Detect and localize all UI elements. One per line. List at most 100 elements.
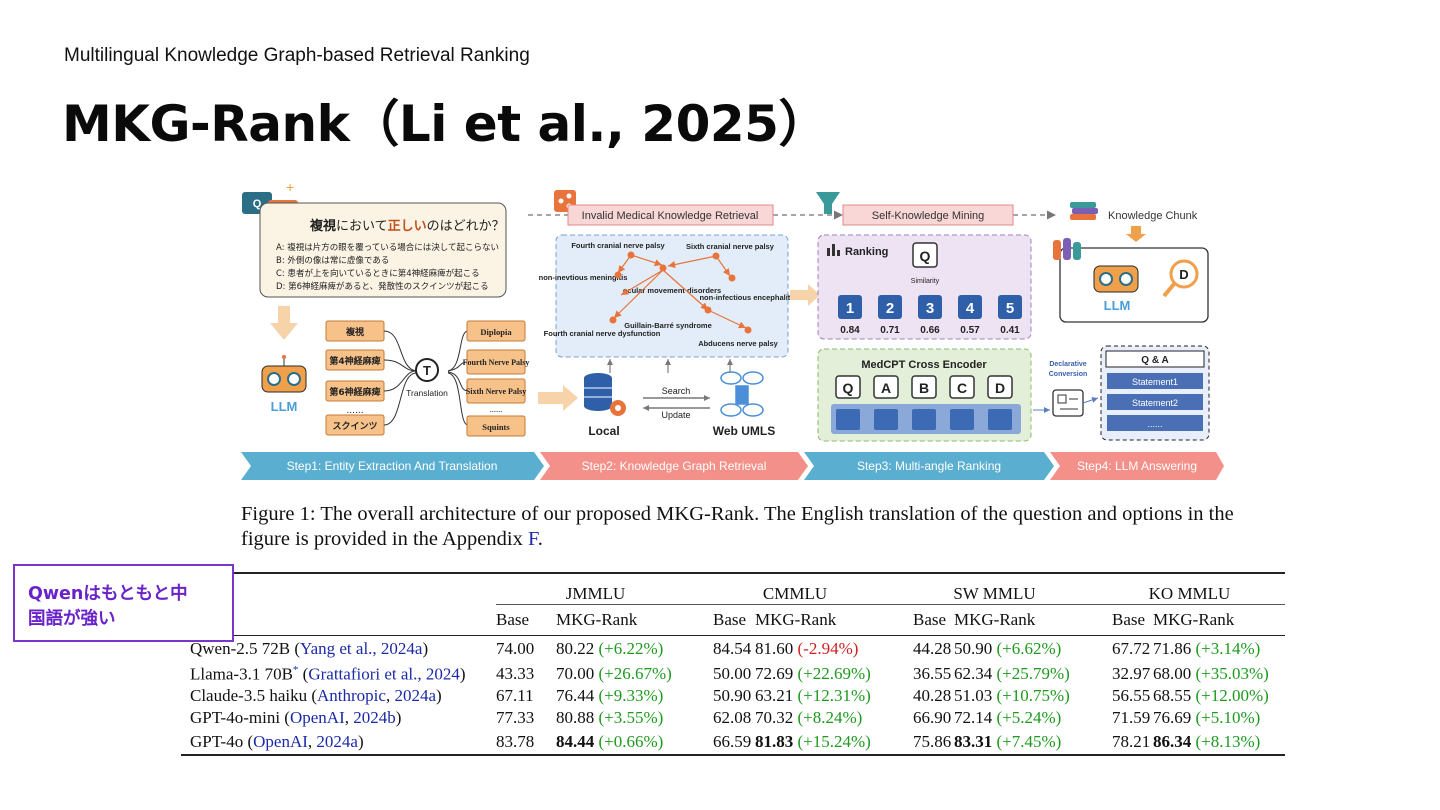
- mkg-score: 76.44 (+9.33%): [556, 685, 695, 707]
- entity-ja-4: ......: [346, 406, 363, 416]
- mkg-score: 84.44 (+0.66%): [556, 729, 695, 756]
- book-stack-icon: [1070, 202, 1098, 220]
- entity-en-1: Diplopia: [480, 327, 512, 337]
- model-name-cell: Qwen-2.5 72B (Yang et al., 2024a): [181, 635, 496, 663]
- step-2: Step2: Knowledge Graph Retrieval: [582, 459, 767, 473]
- citation-link[interactable]: Grattafiori et al., 2024: [308, 664, 460, 684]
- citation-link[interactable]: Anthropic: [317, 686, 386, 705]
- slide-subtitle: Multilingual Knowledge Graph-based Retri…: [64, 45, 530, 66]
- entity-ja-1: 複視: [345, 326, 364, 338]
- mkg-delta: (+8.13%): [1191, 731, 1261, 751]
- mkg-header: MKG-Rank: [755, 603, 895, 636]
- option-c: C: 患者が上を向いているときに第4神経麻痺が起こる: [276, 268, 480, 279]
- base-header: Base: [1094, 603, 1153, 636]
- encoder-label: MedCPT Cross Encoder: [861, 359, 987, 371]
- group-header: CMMLU: [762, 583, 828, 603]
- kg-node-4: ocular movement disorders: [623, 286, 721, 295]
- table-header-groups: JMMLU CMMLU SW MMLU KO MMLU: [181, 572, 1285, 604]
- rank-number: 2: [886, 300, 894, 317]
- hands-icon: [1053, 238, 1081, 260]
- step-1: Step1: Entity Extraction And Translation: [287, 459, 498, 473]
- mkg-value: 81.83: [755, 731, 794, 751]
- mkg-value: 76.44: [556, 686, 595, 705]
- table-header-columns: Model Base MKG-Rank Base MKG-Rank Base M…: [181, 603, 1285, 636]
- mkg-value: 80.88: [556, 708, 595, 727]
- mkg-value: 84.44: [556, 731, 595, 751]
- svg-text:D: D: [995, 380, 1005, 396]
- ranking-chart-icon: [827, 244, 840, 256]
- slide-title: MKG-Rank（Li et al., 2025）: [62, 95, 828, 153]
- rank-number: 3: [926, 300, 934, 317]
- mkg-score: 71.86 (+3.14%): [1153, 635, 1285, 663]
- base-score: 77.33: [496, 708, 535, 727]
- base-header: Base: [895, 603, 954, 636]
- mkg-score: 70.32 (+8.24%): [755, 707, 895, 729]
- mkg-score: 51.03 (+10.75%): [954, 685, 1094, 707]
- citation-year-link[interactable]: 2024a: [316, 731, 358, 751]
- mkg-score: 80.22 (+6.22%): [556, 635, 695, 663]
- kg-node-7: Guillain-Barré syndrome: [624, 321, 712, 330]
- mkg-value: 72.14: [954, 708, 993, 727]
- rank-score: 0.66: [920, 325, 940, 336]
- base-score: 74.00: [496, 639, 535, 659]
- mkg-delta: (+0.66%): [594, 731, 664, 751]
- mkg-score: 72.69 (+22.69%): [755, 663, 895, 685]
- citation-year-link[interactable]: 2024b: [353, 708, 396, 727]
- mkg-score: 76.69 (+5.10%): [1153, 707, 1285, 729]
- ranking-label: Ranking: [845, 246, 888, 258]
- llm2-label: LLM: [1104, 298, 1131, 313]
- mkg-delta: (-2.94%): [793, 639, 859, 659]
- option-a: A: 複視は片方の眼を覆っている場合には決して起こらない: [276, 242, 499, 253]
- mkg-score: 68.55 (+12.00%): [1153, 685, 1285, 707]
- mkg-score: 80.88 (+3.55%): [556, 707, 695, 729]
- text: ,: [344, 708, 354, 727]
- entity-ja-2: 第4神経麻痺: [329, 355, 380, 367]
- option-d: D: 第6神経麻痺があると、発散性のスクインツが起こる: [276, 281, 489, 292]
- mkg-value: 51.03: [954, 686, 993, 705]
- declarative-label-2: Conversion: [1049, 371, 1088, 378]
- mkg-value: 80.22: [556, 639, 595, 659]
- encoder-token: Q: [835, 375, 861, 430]
- rank-number: 4: [966, 300, 975, 317]
- mkg-value: 68.00: [1153, 664, 1192, 683]
- mkg-score: 81.60 (-2.94%): [755, 635, 895, 663]
- kg-node-6: Fourth cranial nerve dysfunction: [544, 329, 661, 338]
- citation-year-link[interactable]: 2024a: [394, 686, 436, 705]
- encoder-token: B: [911, 375, 937, 430]
- svg-text:A: A: [881, 380, 891, 396]
- appendix-link[interactable]: F: [527, 528, 538, 550]
- base-score: 78.21: [1094, 729, 1153, 756]
- text: ): [422, 639, 429, 659]
- mkg-value: 72.69: [755, 664, 794, 683]
- text: ): [459, 664, 466, 684]
- encoder-token: A: [873, 375, 899, 430]
- statement-2: Statement2: [1132, 398, 1178, 408]
- architecture-figure: Q A + Invalid Medical Knowledge Retrieva…: [241, 179, 1224, 480]
- mkg-delta: (+8.24%): [793, 708, 863, 727]
- llm-robot-icon: [261, 355, 307, 393]
- citation-link[interactable]: OpenAI: [253, 731, 308, 751]
- mkg-value: 71.86: [1153, 639, 1192, 659]
- base-score: 62.08: [713, 708, 752, 727]
- rank-score: 0.41: [1000, 325, 1020, 336]
- mkg-delta: (+12.31%): [793, 686, 871, 705]
- model-name-cell: Llama-3.1 70B* (Grattafiori et al., 2024…: [181, 663, 496, 685]
- citation-link[interactable]: Yang et al., 2024a: [300, 639, 423, 659]
- svg-text:+: +: [286, 179, 294, 195]
- mkg-delta: (+35.03%): [1191, 664, 1269, 683]
- table-row: Claude-3.5 haiku (Anthropic, 2024a)67.11…: [181, 685, 1285, 707]
- qa-label: Q & A: [1141, 355, 1168, 366]
- rank-score: 0.84: [840, 325, 860, 336]
- base-score: 83.78: [496, 729, 556, 756]
- group-header: JMMLU: [565, 583, 626, 603]
- mkg-delta: (+5.10%): [1191, 708, 1261, 727]
- base-score: 44.28: [913, 639, 952, 659]
- table-row: Llama-3.1 70B* (Grattafiori et al., 2024…: [181, 663, 1285, 685]
- entity-en-5: Squints: [482, 422, 510, 432]
- mkg-score: 83.31 (+7.45%): [954, 729, 1094, 756]
- citation-link[interactable]: OpenAI: [289, 708, 345, 727]
- entity-ja-5: スクインツ: [332, 421, 377, 432]
- kg-node-8: Abducens nerve palsy: [698, 339, 778, 348]
- mkg-value: 62.34: [954, 664, 993, 683]
